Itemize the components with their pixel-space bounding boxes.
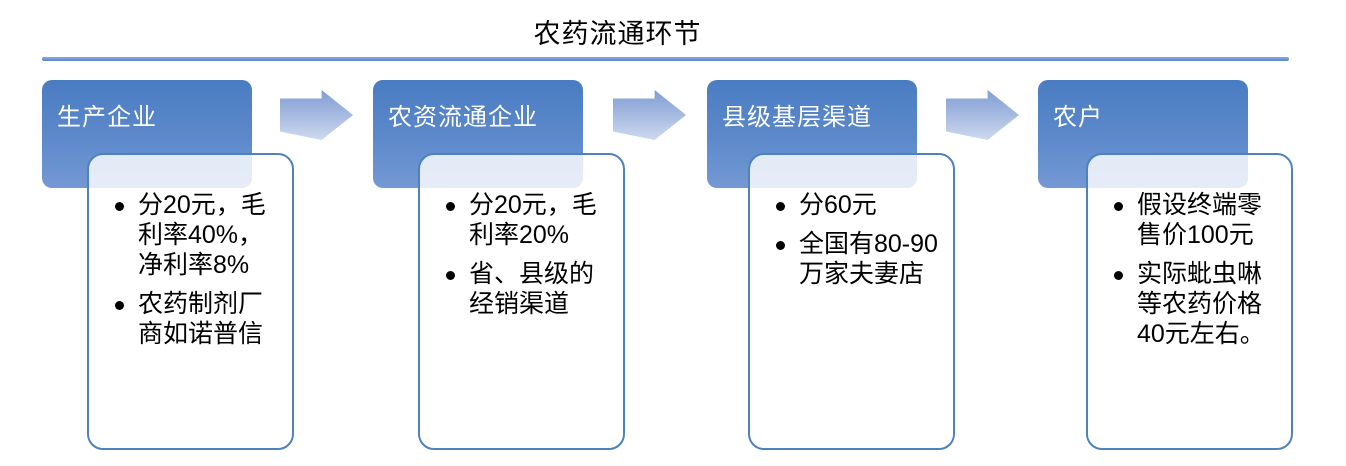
step-details-card: 分60元 全国有80-90万家夫妻店 bbox=[748, 153, 955, 450]
bullet-item: 全国有80-90万家夫妻店 bbox=[772, 229, 947, 289]
step-details-card: 假设终端零售价100元 实际蚍虫啉等农药价格40元左右。 bbox=[1086, 153, 1293, 450]
bullet-item: 假设终端零售价100元 bbox=[1110, 190, 1285, 250]
step-header-label: 生产企业 bbox=[57, 105, 157, 131]
bullet-list: 分60元 全国有80-90万家夫妻店 bbox=[750, 155, 953, 289]
bullet-item: 分20元，毛利率20% bbox=[442, 190, 617, 250]
bullet-item: 省、县级的经销渠道 bbox=[442, 259, 617, 319]
title-divider-line bbox=[42, 57, 1289, 61]
bullet-list: 分20元，毛利率20% 省、县级的经销渠道 bbox=[420, 155, 623, 319]
bullet-item: 分60元 bbox=[772, 190, 947, 220]
step-header-label: 农资流通企业 bbox=[388, 105, 538, 131]
step-header-label: 农户 bbox=[1053, 105, 1103, 131]
right-arrow-icon bbox=[613, 90, 686, 140]
bullet-item: 农药制剂厂商如诺普信 bbox=[111, 289, 286, 349]
bullet-item: 实际蚍虫啉等农药价格40元左右。 bbox=[1110, 259, 1285, 349]
step-details-card: 分20元，毛利率40%，净利率8% 农药制剂厂商如诺普信 bbox=[87, 153, 294, 450]
step-details-card: 分20元，毛利率20% 省、县级的经销渠道 bbox=[418, 153, 625, 450]
step-header-label: 县级基层渠道 bbox=[722, 105, 872, 131]
diagram-title: 农药流通环节 bbox=[533, 19, 702, 49]
bullet-list: 分20元，毛利率40%，净利率8% 农药制剂厂商如诺普信 bbox=[89, 155, 292, 349]
bullet-list: 假设终端零售价100元 实际蚍虫啉等农药价格40元左右。 bbox=[1088, 155, 1291, 349]
right-arrow-icon bbox=[280, 90, 353, 140]
right-arrow-icon bbox=[946, 90, 1019, 140]
bullet-item: 分20元，毛利率40%，净利率8% bbox=[111, 190, 286, 280]
